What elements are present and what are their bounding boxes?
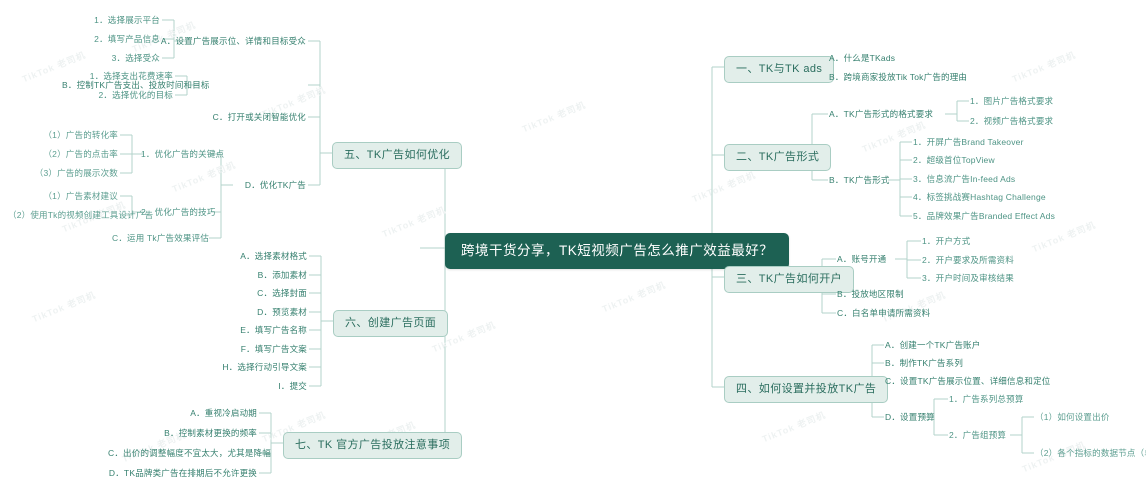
leaf-item[interactable]: 2．广告组预算: [949, 430, 1007, 440]
branch-node-2[interactable]: 二、TK广告形式: [724, 144, 832, 171]
watermark: TikTok 老司机: [1010, 49, 1078, 85]
leaf-item[interactable]: C．白名单申请所需资料: [837, 308, 931, 318]
branch-node-1[interactable]: 一、TK与TK ads: [724, 56, 835, 83]
leaf-item[interactable]: C．选择封面: [257, 288, 307, 298]
leaf-item[interactable]: A．账号开通: [837, 254, 887, 264]
leaf-item[interactable]: 5．品牌效果广告Branded Effect Ads: [913, 211, 1056, 221]
leaf-item[interactable]: C．设置TK广告展示位置、详细信息和定位: [885, 376, 1051, 386]
leaf-item[interactable]: 2．选择优化的目标: [98, 90, 173, 100]
leaf-item[interactable]: F．填写广告文案: [240, 344, 307, 354]
leaf-item[interactable]: 1．图片广告格式要求: [970, 96, 1054, 106]
leaf-item[interactable]: D．TK品牌类广告在排期后不允许更换: [108, 468, 257, 478]
leaf-item[interactable]: （1）广告的转化率: [43, 130, 118, 140]
leaf-item[interactable]: 4．标签挑战赛Hashtag Challenge: [913, 192, 1046, 202]
leaf-item[interactable]: B．跨境商家投放Tik Tok广告的理由: [829, 72, 968, 82]
leaf-item[interactable]: （1）如何设置出价: [1035, 412, 1110, 422]
leaf-item[interactable]: 2．优化广告的技巧: [141, 207, 216, 217]
leaf-item[interactable]: 2．开户要求及所需资料: [922, 255, 1014, 265]
leaf-item[interactable]: 2．超级首位TopView: [913, 155, 995, 165]
leaf-item[interactable]: A．TK广告形式的格式要求: [829, 109, 934, 119]
leaf-item[interactable]: （3）广告的展示次数: [34, 168, 118, 178]
leaf-item[interactable]: 1．选择展示平台: [94, 15, 160, 25]
leaf-item[interactable]: 1．优化广告的关键点: [141, 149, 225, 159]
leaf-item[interactable]: A．设置广告展示位、详情和目标受众: [160, 36, 306, 46]
leaf-item[interactable]: 3．开户时间及审核结果: [922, 273, 1014, 283]
leaf-item[interactable]: B．制作TK广告系列: [885, 358, 964, 368]
mindmap-root-node[interactable]: 跨境干货分享，TK短视频广告怎么推广效益最好？: [445, 233, 790, 269]
leaf-item[interactable]: A．选择素材格式: [240, 251, 307, 261]
leaf-item[interactable]: （2）使用Tk的视频创建工具设计广告: [8, 210, 154, 220]
leaf-item[interactable]: B．控制素材更换的频率: [164, 428, 257, 438]
leaf-item[interactable]: C．打开或关闭智能优化: [212, 112, 306, 122]
leaf-item[interactable]: H．选择行动引导文案: [222, 362, 307, 372]
watermark: TikTok 老司机: [30, 289, 98, 325]
leaf-item[interactable]: B．添加素材: [257, 270, 307, 280]
leaf-item[interactable]: D．设置预算: [885, 412, 935, 422]
leaf-item[interactable]: （1）广告素材建议: [43, 191, 118, 201]
branch-node-4[interactable]: 四、如何设置并投放TK广告: [724, 376, 889, 403]
watermark: TikTok 老司机: [1030, 219, 1098, 255]
watermark: TikTok 老司机: [600, 279, 668, 315]
leaf-item[interactable]: C．出价的调整幅度不宜太大，尤其是降幅: [108, 448, 271, 458]
leaf-item[interactable]: C．运用 Tk广告效果评估: [112, 233, 210, 243]
leaf-item[interactable]: 3．选择受众: [111, 53, 160, 63]
leaf-item[interactable]: 1．广告系列总预算: [949, 394, 1024, 404]
leaf-item[interactable]: I．提交: [278, 381, 307, 391]
leaf-item[interactable]: A．重视冷启动期: [190, 408, 257, 418]
leaf-item[interactable]: B．TK广告形式: [829, 175, 890, 185]
watermark: TikTok 老司机: [170, 159, 238, 195]
leaf-item[interactable]: 3．信息流广告In-feed Ads: [913, 174, 1016, 184]
leaf-item[interactable]: 2．填写产品信息: [94, 34, 160, 44]
leaf-item[interactable]: B．投放地区限制: [837, 289, 904, 299]
watermark: TikTok 老司机: [520, 99, 588, 135]
branch-node-3[interactable]: 三、TK广告如何开户: [724, 266, 855, 293]
watermark: TikTok 老司机: [380, 204, 448, 240]
leaf-item[interactable]: D．优化TK广告: [244, 180, 306, 190]
leaf-item[interactable]: B．控制TK广告支出、投放时间和目标: [62, 80, 210, 90]
leaf-item[interactable]: A．创建一个TK广告账户: [885, 340, 981, 350]
leaf-item[interactable]: 2．视频广告格式要求: [970, 116, 1054, 126]
leaf-item[interactable]: 1．开屏广告Brand Takeover: [913, 137, 1024, 147]
leaf-item[interactable]: （2）广告的点击率: [43, 149, 118, 159]
branch-node-7[interactable]: 七、TK 官方广告投放注意事项: [283, 432, 463, 459]
watermark: TikTok 老司机: [690, 169, 758, 205]
watermark: TikTok 老司机: [760, 409, 828, 445]
branch-node-5[interactable]: 五、TK广告如何优化: [332, 142, 463, 169]
leaf-item[interactable]: E．填写广告名称: [240, 325, 307, 335]
leaf-item[interactable]: A．什么是TKads: [829, 53, 896, 63]
leaf-item[interactable]: D．预览素材: [257, 307, 307, 317]
leaf-item[interactable]: 1．开户方式: [922, 236, 971, 246]
leaf-item[interactable]: （2）各个指标的数据节点（单指美区）: [1035, 448, 1146, 458]
leaf-item[interactable]: 1．选择支出花费速率: [89, 71, 173, 81]
branch-node-6[interactable]: 六、创建广告页面: [333, 310, 449, 337]
